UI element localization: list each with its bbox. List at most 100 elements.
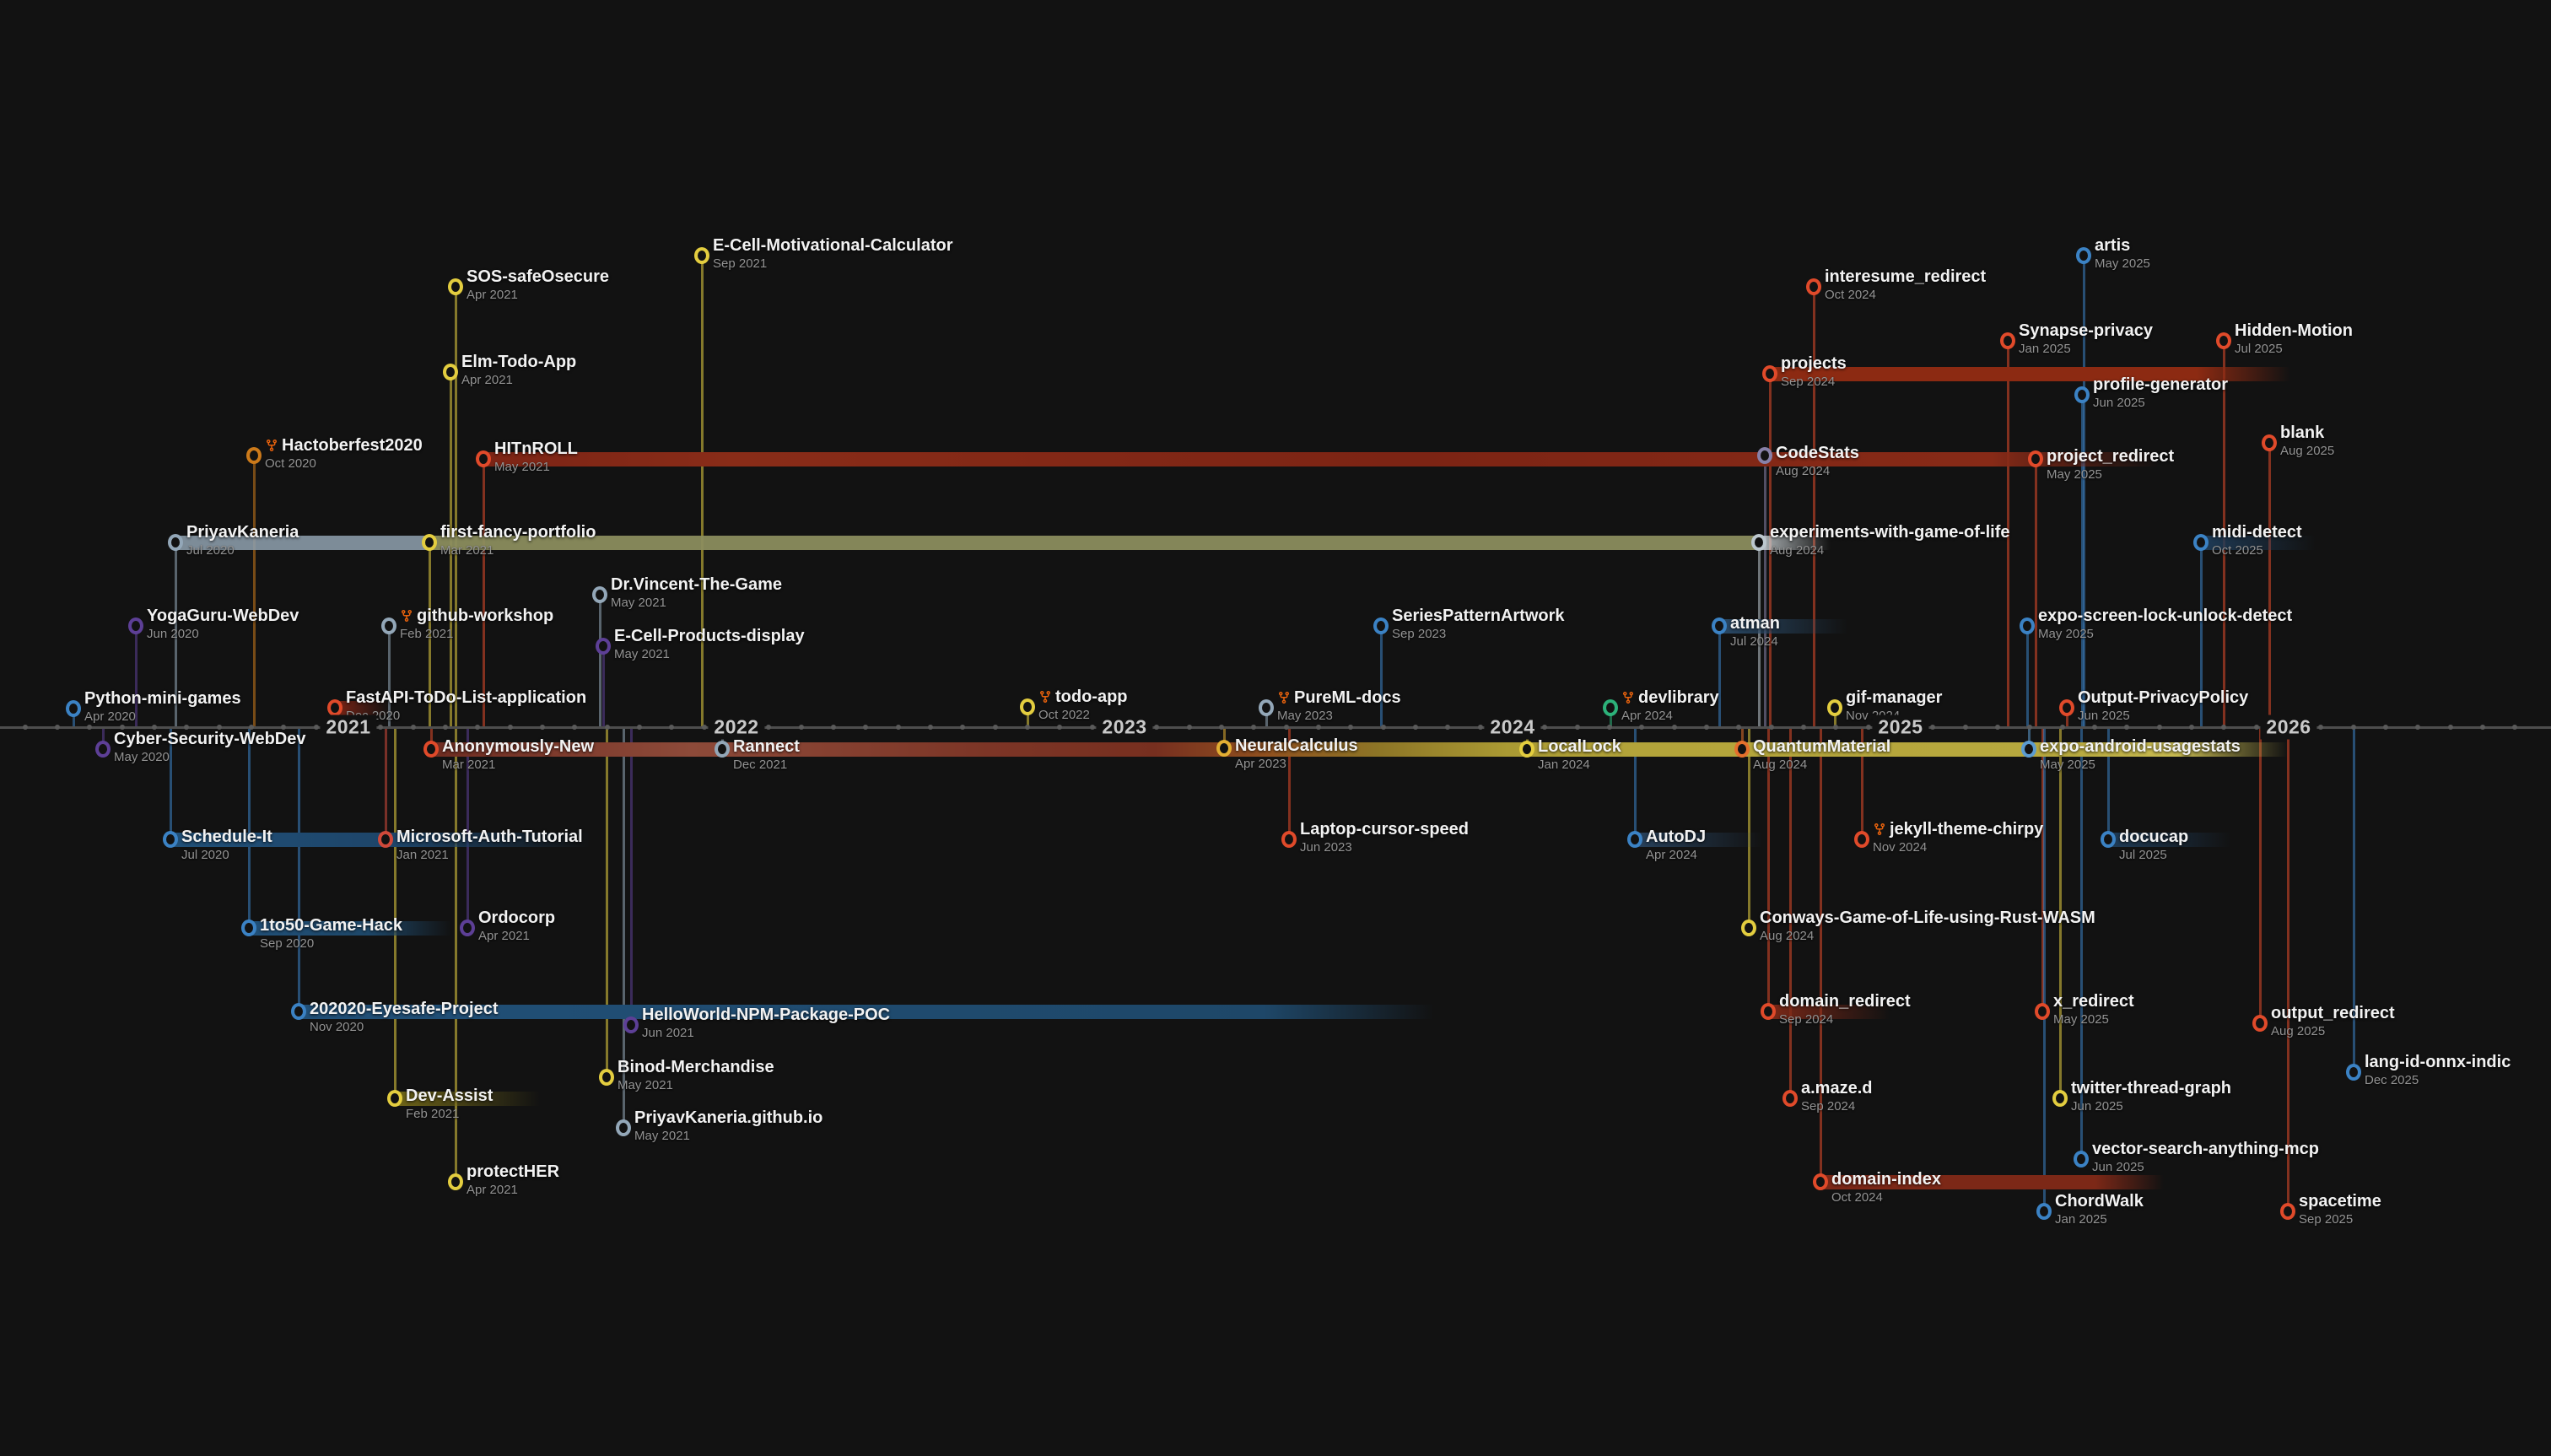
timeline-marker[interactable]	[128, 617, 143, 634]
timeline-marker[interactable]	[2216, 332, 2231, 349]
timeline-marker[interactable]	[460, 919, 475, 936]
timeline-marker[interactable]	[2076, 247, 2091, 264]
project-name: artis	[2095, 236, 2131, 255]
timeline-marker[interactable]	[1519, 741, 1534, 758]
timeline-marker[interactable]	[2052, 1090, 2068, 1107]
timeline-marker[interactable]	[1020, 698, 1035, 715]
timeline-marker[interactable]	[1734, 741, 1750, 758]
timeline-marker[interactable]	[599, 1069, 614, 1086]
timeline-marker[interactable]	[448, 1173, 463, 1190]
duration-bar	[299, 1004, 1434, 1019]
axis-tick-month	[152, 725, 157, 730]
timeline-marker[interactable]	[2000, 332, 2015, 349]
timeline-marker[interactable]	[95, 741, 111, 758]
timeline-marker[interactable]	[291, 1003, 306, 1020]
timeline-marker[interactable]	[1603, 699, 1618, 716]
timeline-stem	[1633, 727, 1637, 839]
timeline-marker[interactable]	[715, 741, 730, 758]
project-date: Oct 2025	[2212, 543, 2263, 558]
timeline-marker[interactable]	[2021, 741, 2036, 758]
timeline-marker[interactable]	[246, 447, 262, 464]
timeline-marker[interactable]	[2262, 434, 2277, 451]
timeline-marker[interactable]	[1854, 831, 1869, 848]
timeline-marker[interactable]	[2036, 1203, 2052, 1220]
timeline-marker[interactable]	[2074, 1151, 2089, 1167]
timeline-marker[interactable]	[592, 586, 607, 603]
timeline-marker[interactable]	[422, 534, 437, 551]
timeline-marker[interactable]	[1762, 365, 1777, 382]
timeline-marker[interactable]	[327, 699, 342, 716]
timeline-marker[interactable]	[1281, 831, 1297, 848]
timeline-marker[interactable]	[378, 831, 393, 848]
project-date: Jul 2020	[186, 543, 235, 558]
timeline-marker[interactable]	[2101, 831, 2116, 848]
project-date: Dec 2020	[346, 709, 401, 723]
timeline-marker[interactable]	[596, 638, 611, 655]
timeline-stem	[101, 727, 105, 749]
project-name: Output-PrivacyPolicy	[2078, 688, 2249, 707]
timeline-marker[interactable]	[1761, 1003, 1776, 1020]
timeline-marker[interactable]	[2280, 1203, 2295, 1220]
timeline-marker[interactable]	[1757, 447, 1772, 464]
timeline-marker[interactable]	[1827, 699, 1842, 716]
project-date: Dec 2025	[2365, 1073, 2419, 1087]
timeline-marker[interactable]	[616, 1119, 631, 1136]
timeline-marker[interactable]	[2346, 1064, 2361, 1081]
timeline-marker[interactable]	[1751, 534, 1766, 551]
timeline-marker[interactable]	[1813, 1173, 1828, 1190]
project-name: todo-app	[1038, 688, 1128, 706]
project-date: May 2025	[2047, 467, 2102, 482]
timeline-marker[interactable]	[2059, 699, 2074, 716]
timeline-marker[interactable]	[1627, 831, 1642, 848]
timeline-marker[interactable]	[2074, 386, 2090, 403]
timeline-marker[interactable]	[448, 278, 463, 295]
project-name: Dr.Vincent-The-Game	[611, 575, 783, 594]
timeline-marker[interactable]	[387, 1090, 402, 1107]
project-name: gif-manager	[1846, 688, 1943, 707]
timeline-stem	[174, 542, 177, 727]
timeline-marker[interactable]	[2035, 1003, 2050, 1020]
timeline-marker[interactable]	[168, 534, 183, 551]
project-name: devlibrary	[1621, 688, 1719, 707]
timeline-marker[interactable]	[1373, 617, 1389, 634]
project-name: Elm-Todo-App	[461, 353, 577, 371]
timeline-marker[interactable]	[694, 247, 709, 264]
axis-tick-month	[1477, 725, 1483, 730]
project-date: Aug 2025	[2271, 1024, 2326, 1038]
timeline-stem	[700, 256, 704, 727]
timeline-marker[interactable]	[2252, 1015, 2268, 1032]
timeline-marker[interactable]	[476, 450, 491, 467]
timeline-marker[interactable]	[1712, 617, 1727, 634]
timeline-marker[interactable]	[66, 700, 81, 717]
axis-tick-month	[2091, 725, 2097, 730]
timeline-marker[interactable]	[623, 1017, 639, 1033]
timeline-marker[interactable]	[163, 831, 178, 848]
timeline-marker[interactable]	[423, 741, 439, 758]
timeline-marker[interactable]	[1741, 919, 1756, 936]
timeline-marker[interactable]	[381, 617, 396, 634]
axis-tick-month	[2318, 725, 2324, 730]
timeline-marker[interactable]	[2028, 450, 2043, 467]
timeline-marker[interactable]	[1259, 699, 1274, 716]
timeline-marker[interactable]	[1782, 1090, 1798, 1107]
timeline-marker[interactable]	[443, 364, 458, 380]
project-name: interesume_redirect	[1825, 267, 1987, 286]
project-date: Sep 2024	[1779, 1012, 1834, 1027]
axis-tick-month	[1736, 725, 1742, 730]
axis-tick-month	[1089, 725, 1095, 730]
timeline-marker[interactable]	[1216, 740, 1232, 757]
timeline-marker[interactable]	[2193, 534, 2209, 551]
timeline-marker[interactable]	[2020, 617, 2035, 634]
timeline-marker[interactable]	[241, 919, 256, 936]
timeline-marker[interactable]	[1806, 278, 1821, 295]
